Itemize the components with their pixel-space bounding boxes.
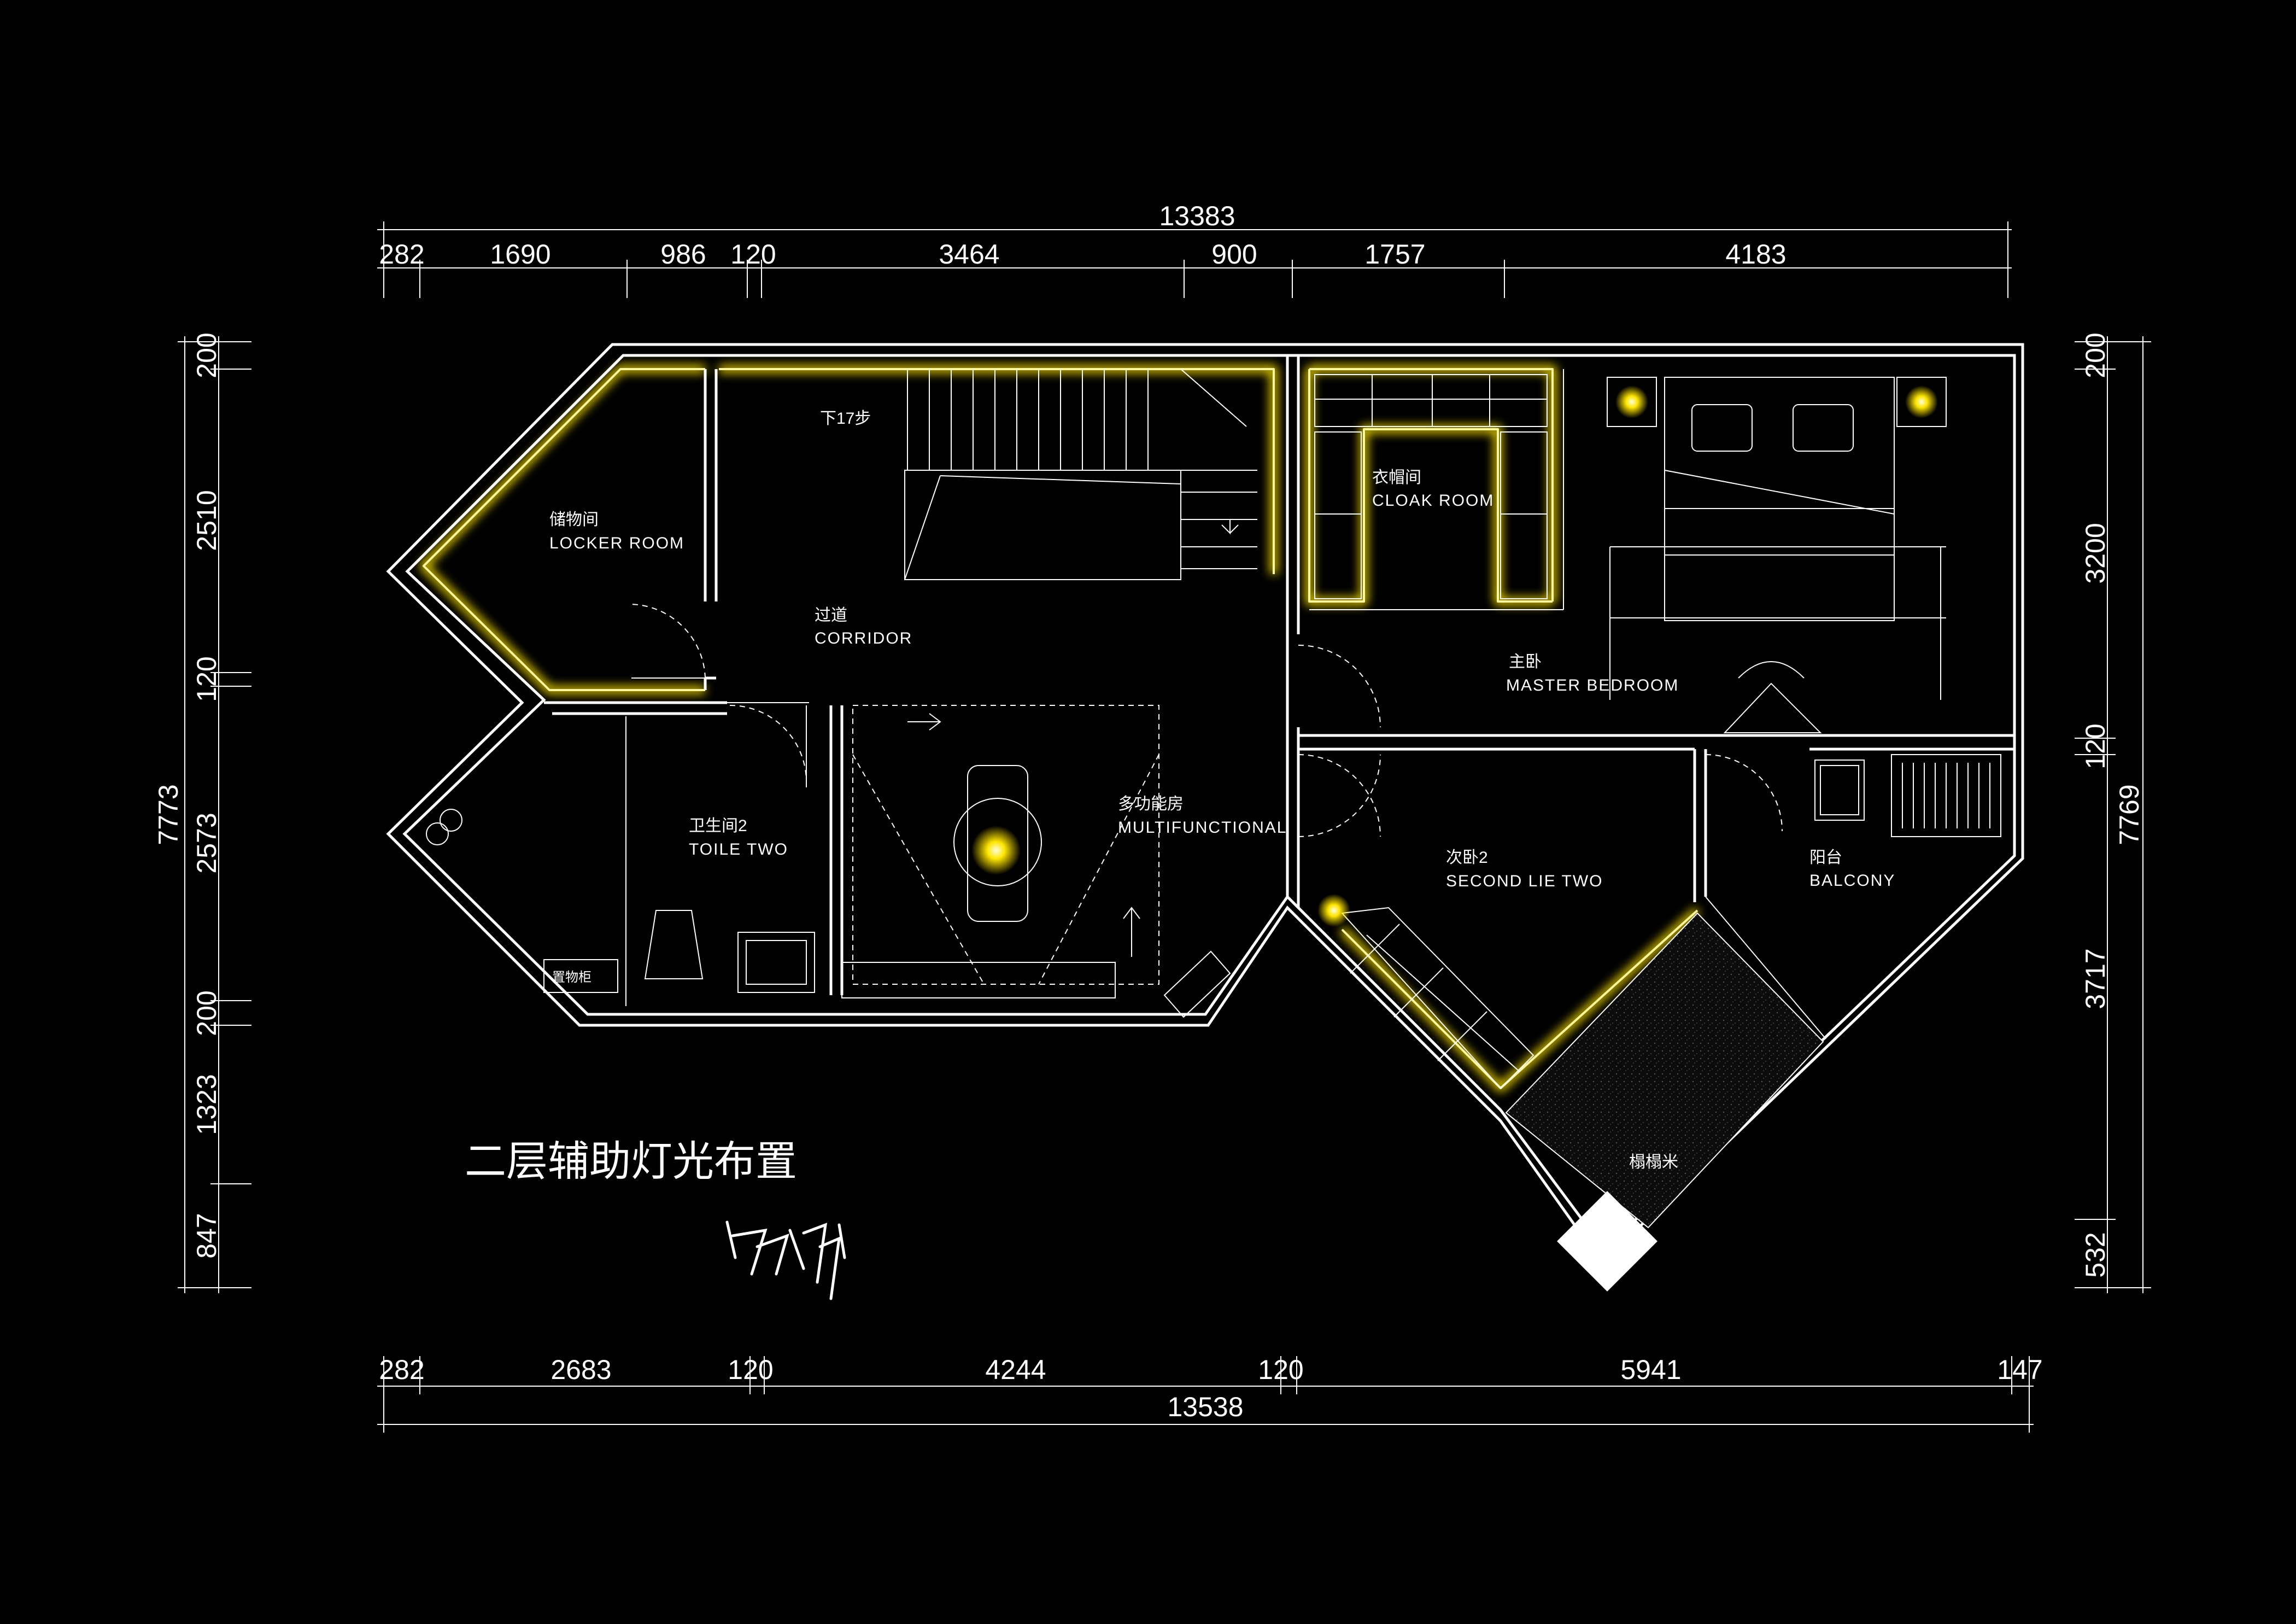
downlight-icon <box>1615 385 1648 418</box>
label-cabinet: 置物柜 <box>552 970 591 985</box>
downlight-icon <box>1317 894 1350 927</box>
room-stairs-cn: 下17步 <box>820 410 871 428</box>
dim-top-seg: 1757 <box>1364 239 1425 270</box>
room-cloak-en: CLOAK ROOM <box>1372 492 1494 510</box>
dim-right-seg: 3717 <box>2080 948 2111 1009</box>
room-toilet-cn: 卫生间2 <box>689 817 747 835</box>
signature <box>725 1220 846 1300</box>
dim-top-seg: 3464 <box>939 239 999 270</box>
top-dimension-chain: 13383 282 1690 986 120 3464 900 1757 418… <box>377 201 2012 298</box>
dim-bottom-seg: 147 <box>1997 1354 2042 1385</box>
room-balcony-cn: 阳台 <box>1809 849 1842 867</box>
north-marker <box>1557 1191 1657 1292</box>
left-dimension-chain: 7773 200 2510 120 2573 200 1323 847 <box>153 332 251 1293</box>
room-master-cn: 主卧 <box>1509 653 1542 671</box>
downlight-icon <box>1905 385 1938 418</box>
dim-top-seg: 282 <box>379 239 424 270</box>
dim-left-seg: 2573 <box>191 813 222 873</box>
dim-right-seg: 3200 <box>2080 523 2111 583</box>
drawing-title: 二层辅助灯光布置 <box>465 1137 797 1185</box>
room-master-en: MASTER BEDROOM <box>1506 676 1679 694</box>
dim-bottom-seg: 120 <box>728 1354 773 1385</box>
room-corridor-en: CORRIDOR <box>815 629 912 647</box>
room-second-en: SECOND LIE TWO <box>1446 872 1603 890</box>
dim-left-seg: 120 <box>191 656 222 702</box>
room-corridor-cn: 过道 <box>815 606 847 624</box>
dim-bottom-seg: 2683 <box>550 1354 611 1385</box>
dim-left-seg: 1323 <box>191 1074 222 1135</box>
dim-right-seg: 532 <box>2080 1232 2111 1277</box>
room-multi-en: MULTIFUNCTIONAL <box>1118 819 1287 837</box>
dim-bottom-seg: 4244 <box>985 1354 1046 1385</box>
dim-bottom-total: 13538 <box>1167 1392 1243 1422</box>
dim-bottom-seg: 120 <box>1258 1354 1303 1385</box>
staircase <box>904 369 1257 580</box>
room-cloak-cn: 衣帽间 <box>1372 469 1421 487</box>
dim-left-seg: 847 <box>191 1213 222 1258</box>
right-dimension-chain: 7769 200 3200 120 3717 532 <box>2075 332 2151 1293</box>
dim-top-seg: 986 <box>660 239 706 270</box>
dim-top-seg: 4183 <box>1725 239 1786 270</box>
multifunctional-furniture <box>841 705 1231 1018</box>
dim-left-seg: 2510 <box>191 490 222 551</box>
dim-bottom-seg: 282 <box>379 1354 424 1385</box>
dim-right-seg: 200 <box>2080 332 2111 378</box>
cloak-room-wardrobe <box>1314 374 1548 599</box>
room-second-cn: 次卧2 <box>1446 849 1488 867</box>
balcony-fixtures <box>1814 754 2001 837</box>
toilet-fixtures <box>426 809 815 993</box>
room-multi-cn: 多功能房 <box>1118 795 1184 813</box>
outer-walls <box>386 343 2024 1265</box>
master-bed <box>1607 377 1947 733</box>
room-locker-cn: 储物间 <box>549 511 599 529</box>
tatami-area <box>1340 907 1824 1229</box>
room-labels: 储物间 LOCKER ROOM 下17步 过道 CORRIDOR 衣帽间 CLO… <box>549 410 1895 1171</box>
dim-top-seg: 900 <box>1211 239 1257 270</box>
dim-left-seg: 200 <box>191 990 222 1036</box>
room-locker-en: LOCKER ROOM <box>549 534 684 552</box>
dim-top-seg: 1690 <box>490 239 550 270</box>
doors <box>631 604 1783 837</box>
dim-top-seg: 120 <box>730 239 776 270</box>
dim-bottom-seg: 5941 <box>1620 1354 1681 1385</box>
room-toilet-en: TOILE TWO <box>689 840 788 858</box>
dim-top-total: 13383 <box>1159 201 1235 231</box>
room-balcony-en: BALCONY <box>1809 872 1895 890</box>
dim-right-seg: 120 <box>2080 723 2111 769</box>
interior-walls <box>544 355 2014 1039</box>
bottom-dimension-chain: 282 2683 120 4244 120 5941 147 13538 <box>377 1354 2043 1433</box>
dim-left-seg: 200 <box>191 332 222 378</box>
light-strips <box>420 365 1700 1092</box>
dim-right-total: 7769 <box>2114 784 2145 845</box>
label-tatami: 榻榻米 <box>1629 1153 1678 1171</box>
pendant-light-icon <box>971 826 1021 875</box>
dim-left-total: 7773 <box>153 784 184 845</box>
